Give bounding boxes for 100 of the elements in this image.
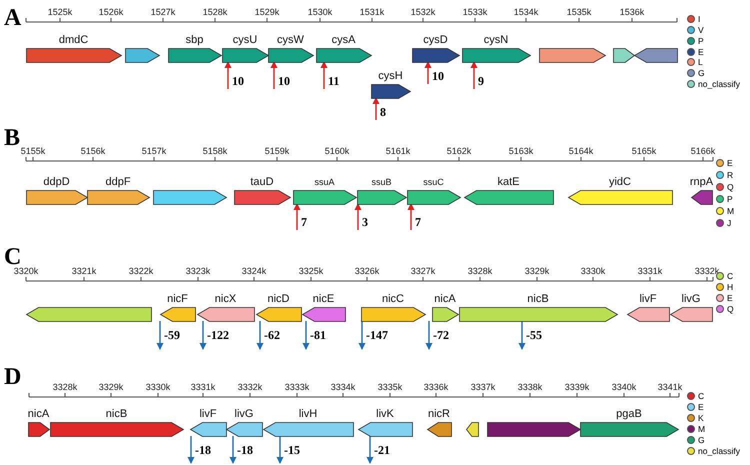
gene-name: nicD (268, 293, 290, 305)
arrow (424, 61, 432, 84)
legend-label: E (727, 158, 733, 168)
arrow (320, 61, 328, 89)
gene-name: cysU (232, 34, 258, 46)
legend-label: E (698, 47, 704, 57)
tick-label: 3328k (468, 266, 492, 276)
legend-label: no_classify (698, 79, 740, 89)
edge-label: -147 (366, 329, 388, 342)
edge-label: -62 (264, 329, 280, 342)
tick-label: 1529k (254, 7, 280, 17)
legend-label: I (698, 14, 700, 24)
panel-letter: C (4, 245, 22, 269)
tick-label: 3329k (98, 382, 124, 392)
edge-label: -55 (526, 329, 542, 342)
gene-name: cysD (423, 34, 448, 46)
arrow (156, 321, 164, 350)
tick-label: 3336k (424, 382, 448, 392)
legend-label: no_classify (698, 446, 740, 456)
gene-name: ssuA (314, 176, 334, 188)
tick-label: 3337k (470, 382, 496, 392)
arrow (354, 203, 362, 230)
gene-name: livG (682, 293, 700, 305)
edge-label: 10 (278, 75, 290, 88)
tick-label: 1533k (462, 7, 488, 17)
tick-label: 5164k (568, 146, 594, 156)
gene-name: tauD (250, 176, 274, 188)
gene-name: livK (376, 408, 394, 420)
edge-label: -18 (195, 444, 211, 457)
legend-label: C (698, 391, 704, 401)
tick-label: 3326k (354, 266, 380, 276)
tick-label: 3332k (238, 382, 262, 392)
tick-label: 3339k (564, 382, 590, 392)
edge-label: -122 (207, 329, 229, 342)
legend-label: V (698, 25, 704, 35)
tick-label: 3332k (694, 266, 720, 276)
gene-name: sbp (186, 34, 204, 46)
arrow (518, 321, 526, 350)
arrow (294, 203, 300, 230)
legend-label: L (698, 57, 703, 67)
legend-label: C (727, 271, 734, 281)
tick-label: 5157k (142, 146, 166, 156)
edge-label: -59 (164, 329, 180, 342)
gene-name: livH (298, 408, 318, 420)
legend-label: J (727, 218, 732, 228)
tick-label: 3322k (128, 266, 154, 276)
gene-name: yidC (609, 176, 631, 188)
tick-label: 5163k (508, 146, 534, 156)
tick-label: 3334k (330, 382, 356, 392)
gene-name: nicE (312, 293, 334, 305)
panel-letter: A (4, 6, 22, 30)
tick-label: 5155k (20, 146, 46, 156)
legend-label: M (727, 206, 734, 216)
tick-label: 3327k (410, 266, 436, 276)
tick-label: 3329k (524, 266, 550, 276)
edge-label: -15 (284, 444, 300, 457)
legend-label: E (727, 293, 733, 303)
gene-name: cysN (484, 34, 508, 46)
legend-label: M (698, 424, 706, 434)
panel-letter: D (4, 365, 22, 389)
gene-name: nicB (106, 408, 128, 420)
arrow (426, 321, 432, 350)
edge-label: 9 (478, 75, 484, 88)
edge-label: 10 (232, 75, 244, 88)
tick-label: 5165k (632, 146, 656, 156)
tick-label: 3323k (186, 266, 210, 276)
tick-label: 1532k (410, 7, 436, 17)
tick-label: 1530k (308, 7, 332, 17)
gene-name: dmdC (58, 34, 88, 46)
gene-name: nicA (434, 293, 456, 305)
tick-label: 1531k (360, 7, 384, 17)
tick-label: 5162k (446, 146, 472, 156)
arrow (358, 321, 366, 350)
tick-label: 1528k (202, 7, 228, 17)
tick-label: 3330k (580, 266, 606, 276)
legend-label: R (727, 170, 734, 180)
tick-label: 3340k (612, 382, 636, 392)
gene-name: nicC (382, 293, 404, 305)
gene-name: livG (234, 408, 254, 420)
legend-label: G (698, 435, 705, 445)
arrow (470, 61, 478, 89)
tick-label: 1534k (514, 7, 538, 17)
arrow (230, 436, 236, 464)
legend-label: P (727, 194, 733, 204)
gene-name: ssuC (423, 176, 444, 188)
edge-label: -81 (310, 329, 326, 342)
edge-label: 7 (301, 216, 307, 229)
tick-label: 3335k (378, 382, 402, 392)
gene-name: cysW (277, 34, 304, 46)
tick-label: 1536k (620, 7, 644, 17)
arrow (276, 436, 284, 464)
edge-label: 7 (415, 216, 421, 229)
legend-label: H (727, 282, 734, 292)
gene-name: nicF (167, 293, 188, 305)
gene-name: katE (498, 176, 520, 188)
legend-label: G (698, 68, 705, 78)
tick-label: 1535k (566, 7, 592, 17)
arrow (408, 203, 414, 230)
legend-label: E (698, 402, 704, 412)
arrow (188, 436, 194, 464)
